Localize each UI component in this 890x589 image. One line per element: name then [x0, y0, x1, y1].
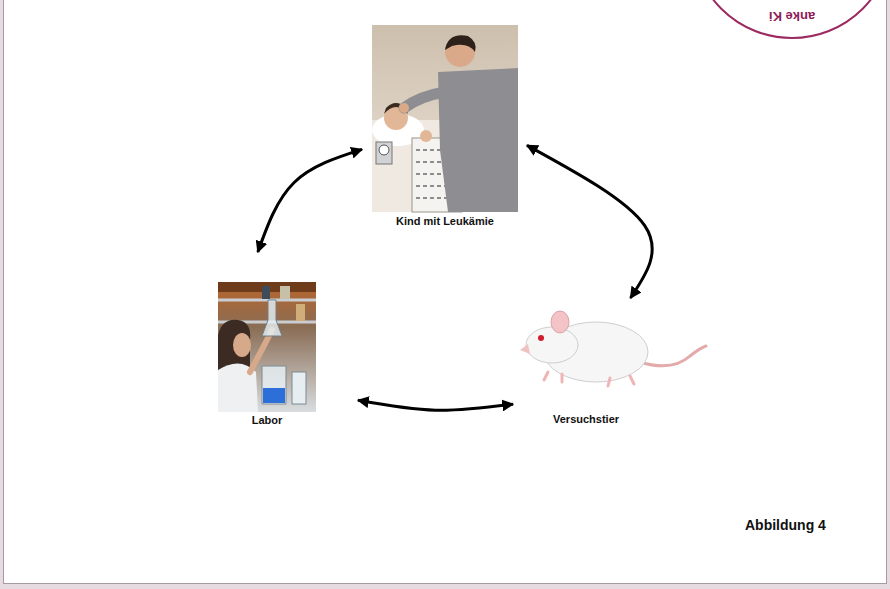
double-arrow — [358, 400, 513, 410]
rat-illustration — [520, 311, 706, 386]
picture-caption: Versuchstier — [516, 411, 710, 427]
stamp-circle — [692, 0, 890, 38]
lab-photo — [218, 282, 316, 412]
double-arrow — [527, 145, 652, 298]
double-arrow — [258, 149, 362, 252]
picture-caption: Labor — [216, 412, 318, 428]
picture-node: Kind mit Leukämie — [370, 25, 520, 229]
picture-node: Labor — [216, 282, 318, 428]
stamp-text: anke Ki — [769, 9, 815, 24]
picture-caption: Kind mit Leukämie — [370, 213, 520, 229]
child-photo — [372, 25, 518, 212]
picture-node: Versuchstier — [516, 300, 710, 427]
figure-number: Abbildung 4 — [745, 517, 826, 533]
